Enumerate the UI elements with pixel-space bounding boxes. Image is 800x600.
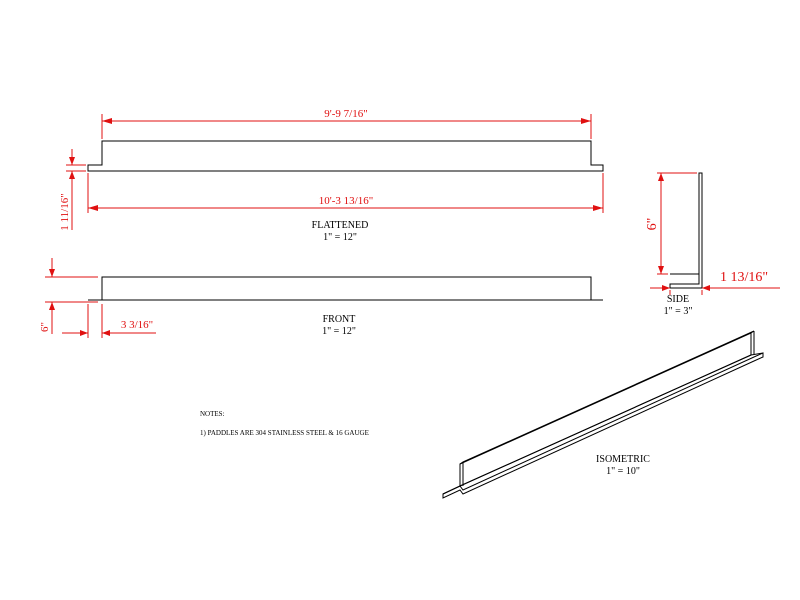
flattened-height-dim-text: 1 11/16" [59, 193, 71, 230]
side-flange-dimension: 1 13/16" [650, 270, 780, 295]
flattened-view: 9'-9 7/16" 10'-3 13/16" 1 11/16" FLATTEN… [59, 108, 604, 243]
flattened-bottom-dimension: 10'-3 13/16" [87, 173, 604, 213]
side-height-dimension: 6" [645, 172, 697, 275]
notes-block: NOTES: 1) PADDLES ARE 304 STAINLESS STEE… [200, 410, 369, 437]
front-view: 6" 3 3/16" FRONT 1" = 12" [39, 258, 603, 338]
front-offset-dim-text: 3 3/16" [121, 319, 153, 331]
isometric-scale: 1" = 10" [606, 466, 640, 477]
notes-heading: NOTES: [200, 410, 225, 418]
side-height-dim-text: 6" [645, 218, 660, 231]
side-profile [669, 172, 703, 289]
front-height-dim-text: 6" [39, 322, 51, 332]
front-title: FRONT [323, 314, 356, 325]
front-height-dimension: 6" [39, 258, 98, 334]
side-view: 6" 1 13/16" SIDE 1" = 3" [645, 172, 780, 317]
flattened-scale: 1" = 12" [323, 232, 357, 243]
flattened-top-dimension: 9'-9 7/16" [101, 108, 592, 139]
isometric-flange [442, 352, 764, 499]
isometric-view: ISOMETRIC 1" = 10" [442, 330, 764, 499]
flattened-title: FLATTENED [312, 220, 369, 231]
front-offset-dimension: 3 3/16" [62, 304, 156, 338]
side-flange-dim-text: 1 13/16" [720, 270, 768, 285]
flattened-outline [87, 140, 604, 172]
isometric-title: ISOMETRIC [596, 454, 650, 465]
front-scale: 1" = 12" [322, 326, 356, 337]
flattened-bottom-dim-text: 10'-3 13/16" [319, 195, 373, 207]
side-scale: 1" = 3" [664, 306, 693, 317]
flattened-top-dim-text: 9'-9 7/16" [324, 108, 367, 120]
flattened-height-dimension: 1 11/16" [59, 149, 86, 231]
front-outline [101, 276, 592, 301]
note-item-1: 1) PADDLES ARE 304 STAINLESS STEEL & 16 … [200, 429, 369, 437]
side-title: SIDE [667, 294, 689, 305]
